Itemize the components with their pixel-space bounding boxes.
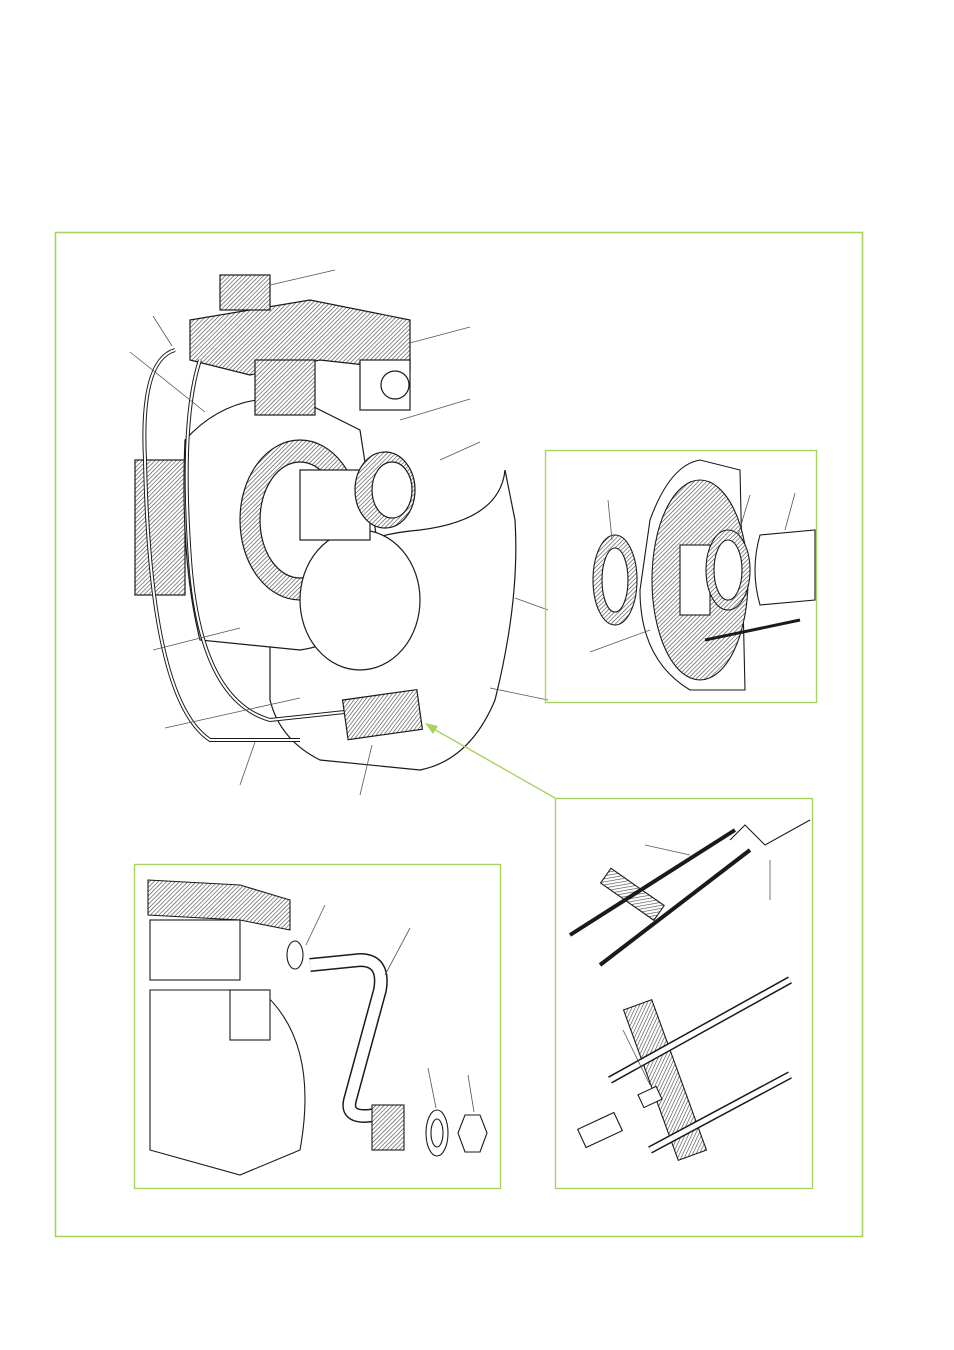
- inset-flange-panel: [544, 449, 818, 704]
- main-frame: [54, 231, 864, 1238]
- inset-oil-line-panel: [133, 863, 502, 1190]
- flange-gasket-drawing: [589, 459, 816, 691]
- inset-electrode-panel: [554, 797, 814, 1190]
- arrow-icon: [425, 723, 556, 799]
- leader-lines: [129, 269, 549, 796]
- electrode-drawing: [568, 819, 811, 1162]
- oil-line-drawing: [147, 879, 488, 1176]
- main-burner-assembly: [134, 274, 517, 771]
